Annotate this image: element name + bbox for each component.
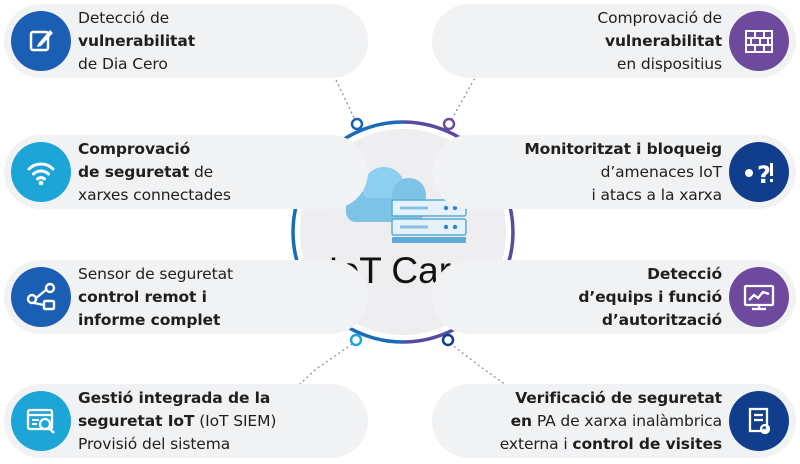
card-8-line-3b: control de visites xyxy=(572,434,722,453)
card-8-line-3a: externa i xyxy=(499,434,568,453)
card-6-line-1: Monitoritzat i bloqueig xyxy=(524,139,722,158)
ring-left-arc xyxy=(291,120,404,344)
card-8-line-2a: en xyxy=(510,411,532,430)
card-6-line-2: d’amenaces IoT xyxy=(600,162,723,181)
edit-icon xyxy=(11,11,71,71)
card-4-line-3: Provisió del sistema xyxy=(78,434,231,453)
cloud-server-icon xyxy=(346,167,467,243)
card-3-line-2: control remot i xyxy=(78,287,207,306)
card-1-line-3: de Dia Cero xyxy=(78,54,168,73)
card-8-line-2b: PA de xarxa inalàmbrica xyxy=(536,411,722,430)
card-4-line-1: Gestió integrada de la xyxy=(78,388,271,407)
card-2-line-3: xarxes connectades xyxy=(78,185,231,204)
card-5-line-3: en dispositius xyxy=(616,54,722,73)
card-2-line-1: Comprovació xyxy=(78,139,191,158)
card-8-line-1: Verificació de seguretat xyxy=(515,388,722,407)
ring-node-1 xyxy=(350,117,364,131)
svg-text:?: ? xyxy=(757,161,771,189)
remote-sensor-icon xyxy=(11,267,71,327)
card-4-line-2: seguretat IoT xyxy=(78,411,195,430)
feature-card-remote-sensor: Sensor de seguretat control remot i info… xyxy=(4,260,368,334)
card-1-line-2: vulnerabilitat xyxy=(78,31,196,50)
card-2-line-2: de seguretat xyxy=(78,162,190,181)
card-1-line-1: Detecció de xyxy=(78,8,170,27)
card-3-line-1: Sensor de seguretat xyxy=(78,264,233,283)
card-2-line-2b: de xyxy=(193,162,214,181)
question-alert-icon: ? xyxy=(729,142,789,202)
card-6-line-3: i atacs a la xarxa xyxy=(591,185,723,204)
document-check-icon xyxy=(729,391,789,451)
brick-wall-icon xyxy=(729,11,789,71)
siem-monitor-icon xyxy=(11,391,71,451)
feature-card-zero-day: Detecció de vulnerabilitat de Dia Cero xyxy=(4,4,368,78)
feature-card-device-detection: Detecció d’equips i funció d’autoritzaci… xyxy=(432,260,796,334)
feature-card-threat-monitor: ? Monitoritzat i bloqueig d’amenaces IoT… xyxy=(432,135,796,209)
feature-card-network-check: Comprovació de seguretat de xarxes conne… xyxy=(4,135,368,209)
card-4-line-2b: (IoT SIEM) xyxy=(199,411,277,430)
wifi-icon xyxy=(11,142,71,202)
ring-node-5 xyxy=(442,117,456,131)
card-7-line-2: d’equips i funció xyxy=(578,287,722,306)
feature-card-wifi-verification: Verificació de seguretat en PA de xarxa … xyxy=(432,384,796,458)
card-3-line-3: informe complet xyxy=(78,310,221,329)
card-5-line-2: vulnerabilitat xyxy=(604,31,722,50)
ring-node-4 xyxy=(349,333,363,347)
card-7-line-1: Detecció xyxy=(647,264,722,283)
feature-card-siem: Gestió integrada de la seguretat IoT (Io… xyxy=(4,384,368,458)
chart-monitor-icon xyxy=(729,267,789,327)
feature-card-device-vuln: Comprovació de vulnerabilitat en disposi… xyxy=(432,4,796,78)
card-5-line-1: Comprovació de xyxy=(597,8,722,27)
card-7-line-3: d’autorització xyxy=(601,310,722,329)
ring-node-8 xyxy=(441,333,455,347)
